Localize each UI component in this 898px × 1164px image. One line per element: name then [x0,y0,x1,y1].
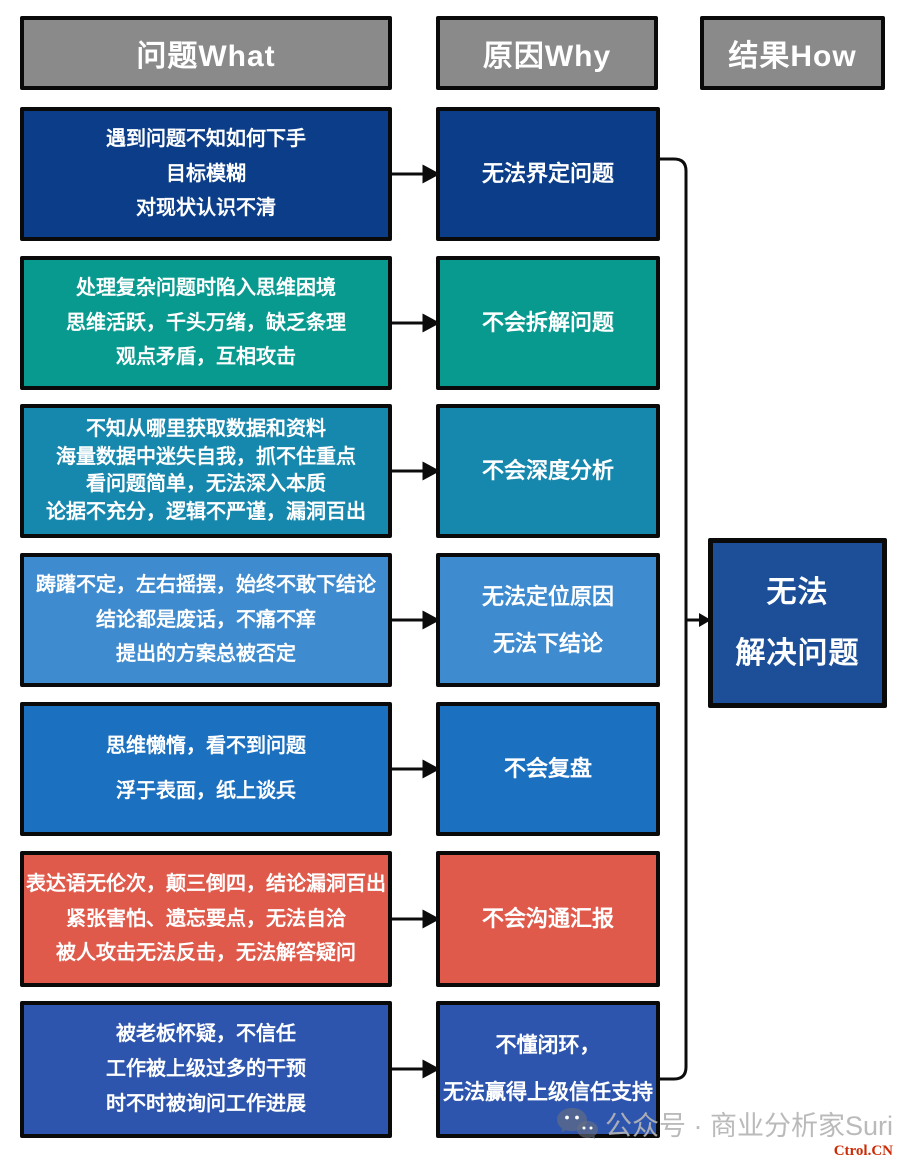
why-box-4-line-2: 无法下结论 [492,630,603,656]
what-box-1-line-1: 遇到问题不知如何下手 [106,128,306,151]
what-box-3-line-2: 海量数据中迷失自我，抓不住重点 [56,445,356,468]
watermark-text: 公众号 · 商业分析家Suri [605,1111,894,1141]
what-box-3: 不知从哪里获取数据和资料 海量数据中迷失自我，抓不住重点 看问题简单，无法深入本… [20,404,392,538]
what-box-1: 遇到问题不知如何下手 目标模糊 对现状认识不清 [20,107,392,241]
why-box-3: 不会深度分析 [436,404,660,538]
what-box-2: 处理复杂问题时陷入思维困境 思维活跃，千头万绪，缺乏条理 观点矛盾，互相攻击 [20,256,392,390]
column-header-how-label: 结果How [728,40,857,73]
what-box-7: 被老板怀疑，不信任 工作被上级过多的干预 时不时被询问工作进展 [20,1001,392,1138]
what-box-2-line-1: 处理复杂问题时陷入思维困境 [76,277,336,300]
what-box-5-line-1: 思维懒惰，看不到问题 [106,734,306,757]
what-box-5: 思维懒惰，看不到问题 浮于表面，纸上谈兵 [20,702,392,836]
brand-label: Ctrol.CN [833,1143,893,1159]
what-box-4-line-2: 结论都是废话，不痛不痒 [96,608,316,631]
what-box-6-line-2: 紧张害怕、遗忘要点，无法自洽 [66,907,346,930]
why-box-2-line-1: 不会拆解问题 [481,310,614,336]
what-box-6: 表达语无伦次，颠三倒四，结论漏洞百出 紧张害怕、遗忘要点，无法自洽 被人攻击无法… [20,851,392,987]
why-box-1-line-1: 无法界定问题 [481,161,614,187]
why-box-1: 无法界定问题 [436,107,660,241]
why-box-7-line-1: 不懂闭环， [495,1033,601,1057]
why-box-4-line-1: 无法定位原因 [481,584,614,610]
what-box-2-line-3: 观点矛盾，互相攻击 [116,345,296,368]
why-box-4: 无法定位原因 无法下结论 [436,553,660,687]
column-header-what: 问题What [20,16,392,90]
what-box-7-line-2: 工作被上级过多的干预 [106,1058,306,1080]
watermark: 公众号 · 商业分析家Suri [556,1104,893,1143]
why-box-5-line-1: 不会复盘 [503,756,592,782]
why-box-7: 不懂闭环， 无法赢得上级信任支持 [436,1001,660,1138]
wechat-icon [557,1107,598,1139]
what-box-1-line-3: 对现状认识不清 [136,196,276,219]
what-box-6-line-1: 表达语无伦次，颠三倒四，结论漏洞百出 [26,872,386,895]
what-box-4-line-1: 踌躇不定，左右摇摆，始终不敢下结论 [36,574,376,597]
flow-arrows [392,164,441,1079]
column-header-what-label: 问题What [136,40,276,73]
column-header-why-label: 原因Why [482,40,612,73]
what-box-3-line-3: 看问题简单，无法深入本质 [86,473,326,496]
why-box-6: 不会沟通汇报 [436,851,660,987]
what-box-5-line-2: 浮于表面，纸上谈兵 [116,780,296,803]
what-box-4-line-3: 提出的方案总被否定 [116,642,296,665]
what-box-4: 踌躇不定，左右摇摆，始终不敢下结论 结论都是废话，不痛不痒 提出的方案总被否定 [20,553,392,687]
what-box-3-line-4: 论据不充分，逻辑不严谨，漏洞百出 [46,500,366,523]
what-box-2-line-2: 思维活跃，千头万绪，缺乏条理 [66,311,346,334]
why-box-6-line-1: 不会沟通汇报 [481,906,614,932]
what-box-1-line-2: 目标模糊 [166,162,246,185]
why-box-5: 不会复盘 [436,702,660,836]
column-header-why: 原因Why [436,16,658,90]
result-box: 无法 解决问题 [708,538,887,708]
what-box-7-line-1: 被老板怀疑，不信任 [116,1023,296,1045]
result-box-line-1: 无法 [766,576,829,609]
result-box-line-2: 解决问题 [735,636,860,670]
column-header-how: 结果How [700,16,885,90]
what-box-7-line-3: 时不时被询问工作进展 [106,1093,306,1115]
bracket-connector [658,157,711,1081]
what-box-3-line-1: 不知从哪里获取数据和资料 [86,418,326,441]
what-box-6-line-3: 被人攻击无法反击，无法解答疑问 [56,942,356,965]
why-box-7-line-2: 无法赢得上级信任支持 [443,1080,653,1104]
why-box-3-line-1: 不会深度分析 [481,458,614,484]
why-box-2: 不会拆解问题 [436,256,660,390]
